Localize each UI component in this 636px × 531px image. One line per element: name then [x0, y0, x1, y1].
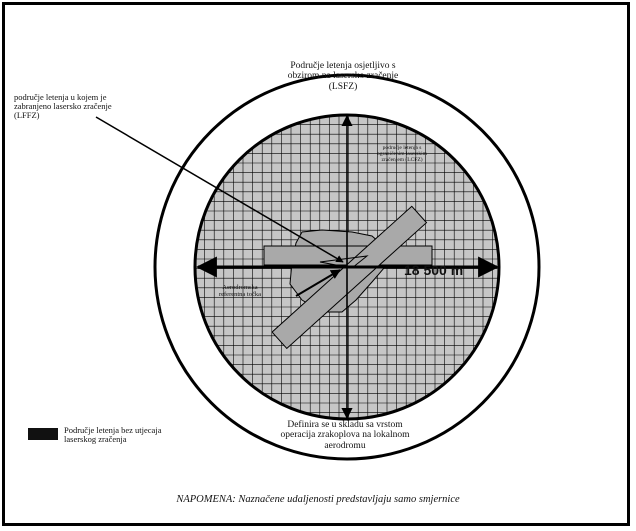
lffz-leader-line	[95, 116, 344, 263]
definition-label: Definira se u skladu sa vrstom operacija…	[280, 420, 410, 451]
reference-point-label: Aerodromska referentna točka	[218, 284, 262, 299]
diagram-frame	[2, 2, 630, 526]
lffz-label: područje letenja u kojem je zabranjeno l…	[14, 92, 112, 121]
legend-swatch	[28, 428, 58, 440]
lcfz-label: područje letenja s ograničenim laserskim…	[377, 145, 427, 163]
reference-point-leader	[295, 269, 341, 297]
distance-label: 18 500 m	[404, 262, 464, 278]
legend-label: Područje letenja bez utjecaja laserskog …	[64, 425, 162, 445]
lsfz-label: Područje letenja osjetljivo s obzirom na…	[287, 61, 399, 92]
note-text: NAPOMENA: Naznačene udaljenosti predstav…	[176, 494, 460, 505]
